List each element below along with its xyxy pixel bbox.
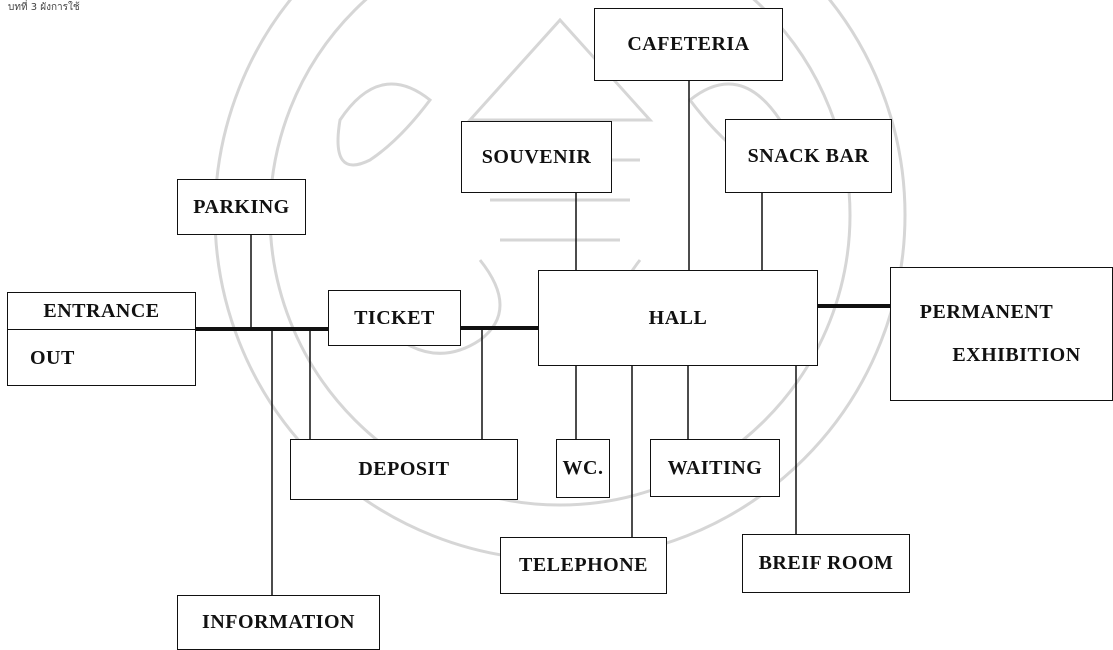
node-wc: WC. [556, 439, 610, 498]
node-snack-bar: SNACK BAR [725, 119, 892, 193]
node-entrance: ENTRANCE [8, 293, 195, 330]
node-deposit: DEPOSIT [290, 439, 518, 500]
node-ticket: TICKET [328, 290, 461, 346]
node-waiting: WAITING [650, 439, 780, 497]
node-permanent-exhibition: PERMANENT EXHIBITION [890, 267, 1113, 401]
node-out: OUT [8, 330, 195, 387]
node-information: INFORMATION [177, 595, 380, 650]
node-permanent: PERMANENT [920, 301, 1053, 324]
node-souvenir: SOUVENIR [461, 121, 612, 193]
node-parking: PARKING [177, 179, 306, 235]
node-exhibition: EXHIBITION [952, 344, 1080, 367]
node-telephone: TELEPHONE [500, 537, 667, 594]
node-breif-room: BREIF ROOM [742, 534, 910, 593]
node-hall: HALL [538, 270, 818, 366]
node-cafeteria: CAFETERIA [594, 8, 783, 81]
node-entrance-out: ENTRANCE OUT [7, 292, 196, 386]
